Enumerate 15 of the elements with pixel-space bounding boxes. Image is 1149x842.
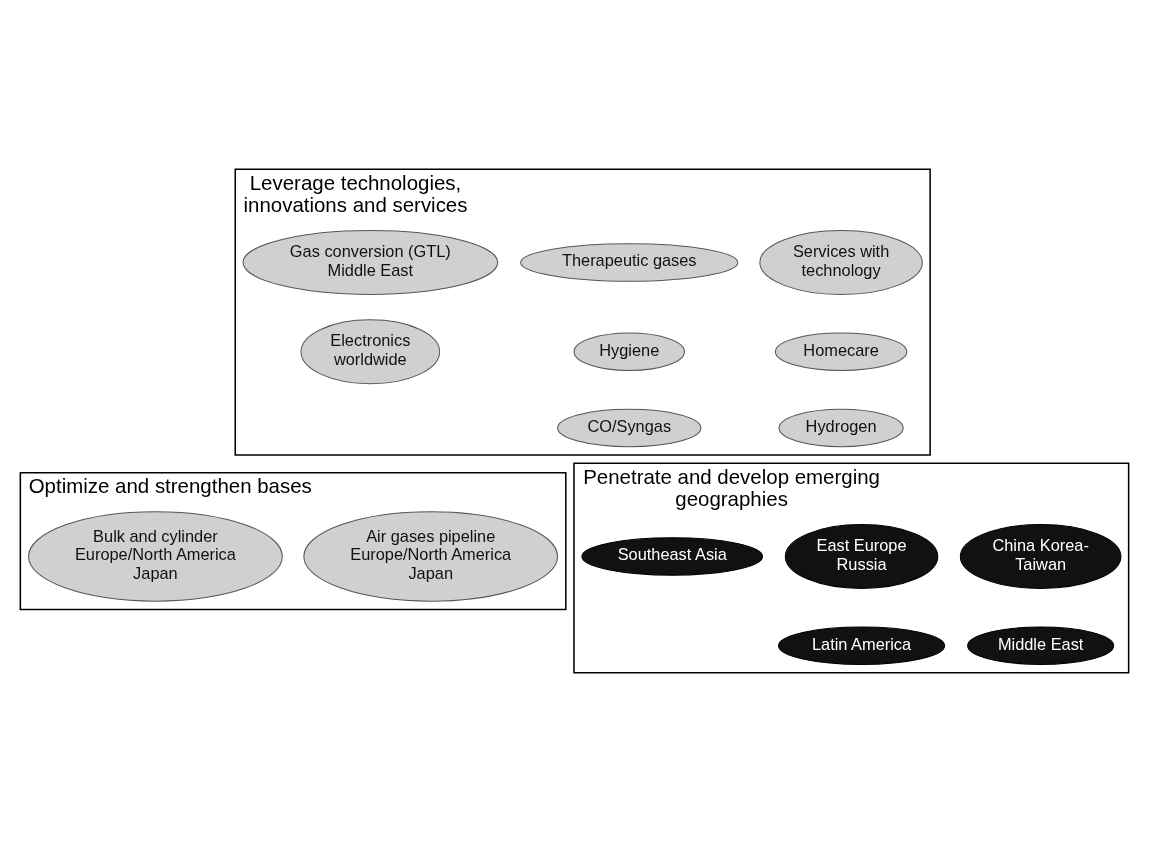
node-ellipse: Services with technology xyxy=(759,230,923,295)
node-ellipse: Gas conversion (GTL) Middle East xyxy=(242,230,499,295)
node-ellipse: Electronics worldwide xyxy=(300,319,441,385)
node-ellipse: China Korea-Taiwan xyxy=(959,524,1122,589)
node-ellipse: Latin America xyxy=(778,626,946,665)
node-ellipse: Middle East xyxy=(967,626,1115,665)
node-ellipse: CO/Syngas xyxy=(557,408,702,448)
node-ellipse: Bulk and cylinder Europe/North America Japan xyxy=(28,511,283,602)
node-ellipse: Hygiene xyxy=(573,332,685,371)
node-ellipse: Therapeutic gases xyxy=(520,243,739,282)
node-ellipse: Hydrogen xyxy=(778,408,904,448)
node-ellipse: Homecare xyxy=(774,332,908,371)
node-ellipse: Southeast Asia xyxy=(581,537,764,576)
node-ellipse: East Europe Russia xyxy=(784,524,939,589)
node-ellipse: Air gases pipeline Europe/North America Japan xyxy=(303,511,559,602)
